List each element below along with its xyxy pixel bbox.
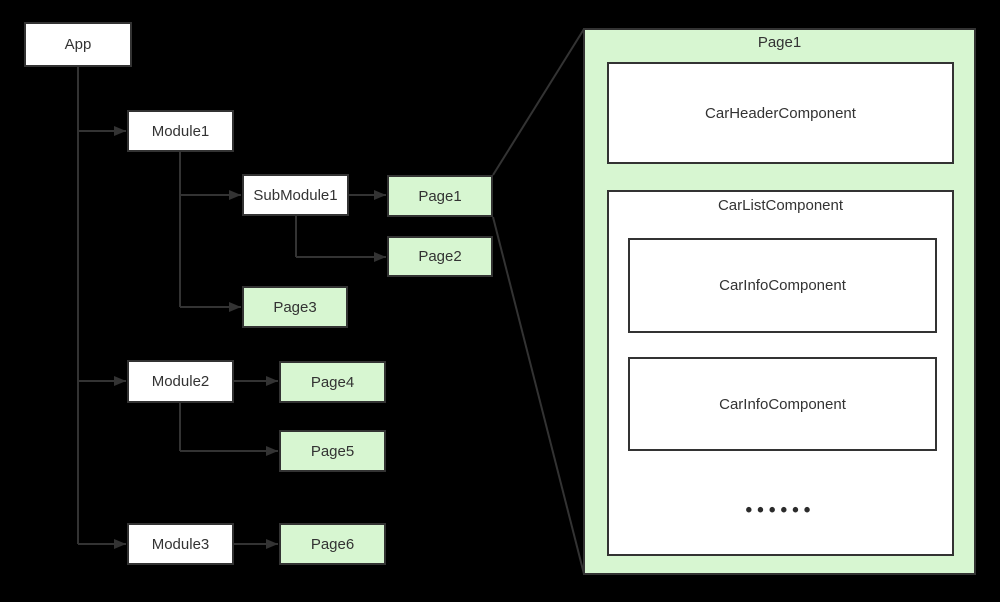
tree-node-app: App [24, 22, 132, 67]
tree-node-module2: Module2 [127, 360, 234, 403]
expansion-line-bottom [492, 216, 585, 575]
tree-node-module1: Module1 [127, 110, 234, 152]
car-list-component-box: CarListComponent CarInfoComponent CarInf… [607, 190, 954, 556]
expansion-line-top [492, 28, 585, 176]
car-info-component-box: CarInfoComponent [628, 238, 937, 333]
detail-panel-title: Page1 [757, 34, 802, 51]
car-info-component-box: CarInfoComponent [628, 357, 937, 451]
car-header-component-box: CarHeaderComponent [607, 62, 954, 164]
tree-node-page3: Page3 [242, 286, 348, 328]
tree-node-page5: Page5 [279, 430, 386, 472]
car-list-component-label: CarListComponent [717, 197, 844, 214]
tree-node-page2: Page2 [387, 236, 493, 277]
tree-node-submodule1: SubModule1 [242, 174, 349, 216]
tree-node-page6: Page6 [279, 523, 386, 565]
tree-node-page1: Page1 [387, 175, 493, 217]
tree-node-module3: Module3 [127, 523, 234, 565]
ellipsis-dots: •••••• [745, 500, 816, 521]
tree-node-page4: Page4 [279, 361, 386, 403]
page1-detail-panel: Page1 CarHeaderComponent CarListComponen… [583, 28, 976, 575]
